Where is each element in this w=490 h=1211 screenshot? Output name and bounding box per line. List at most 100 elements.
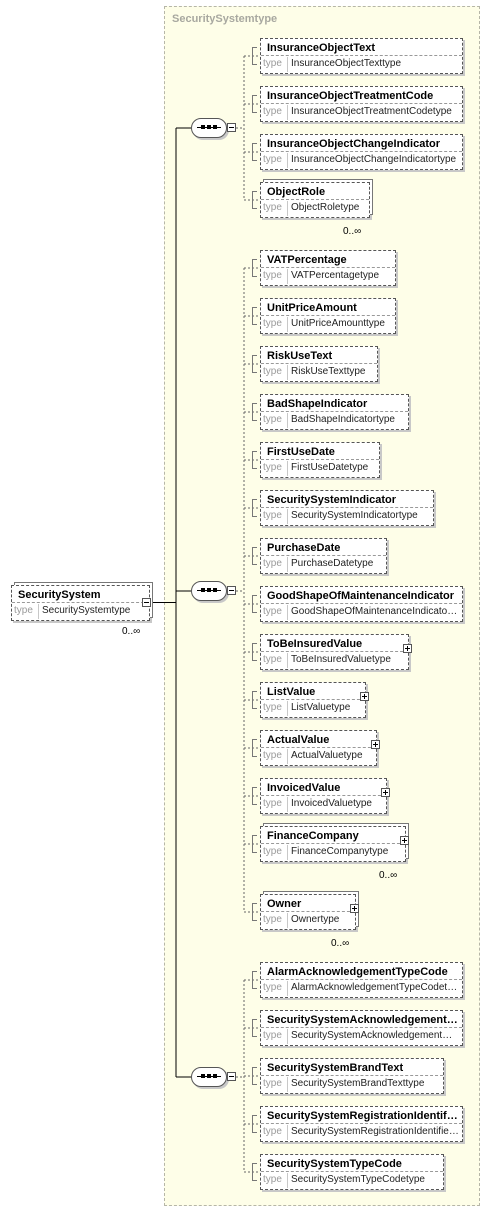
element-cardinality: 0..∞ bbox=[331, 938, 350, 949]
attribute-bracket bbox=[252, 143, 257, 161]
element-name: Owner bbox=[267, 898, 302, 910]
attribute-bracket bbox=[252, 451, 257, 469]
type-keyword: type bbox=[263, 270, 282, 281]
sequence-icon[interactable] bbox=[191, 1067, 227, 1087]
type-separator bbox=[287, 1173, 288, 1188]
collapse-icon[interactable] bbox=[227, 586, 236, 595]
attribute-bracket bbox=[252, 95, 257, 113]
element-name: SecuritySystemBrandText bbox=[267, 1062, 404, 1074]
attribute-bracket bbox=[252, 1163, 257, 1181]
expand-icon[interactable] bbox=[360, 692, 369, 701]
element-type: GoodShapeOfMaintenanceIndicatortype bbox=[291, 606, 459, 617]
element-name: InsuranceObjectChangeIndicator bbox=[267, 138, 440, 150]
element-name: FinanceCompany bbox=[267, 830, 359, 842]
type-separator bbox=[287, 981, 288, 996]
element-type: ListValuetype bbox=[291, 702, 351, 713]
element-type: PurchaseDatetype bbox=[291, 558, 374, 569]
type-separator bbox=[287, 269, 288, 284]
type-separator bbox=[287, 605, 288, 620]
element-type: BadShapeIndicatortype bbox=[291, 414, 395, 425]
element-type: ObjectRoletype bbox=[291, 202, 360, 213]
sequence-icon[interactable] bbox=[191, 581, 227, 601]
type-separator bbox=[287, 653, 288, 668]
type-separator bbox=[287, 845, 288, 860]
attribute-bracket bbox=[252, 835, 257, 853]
collapse-icon[interactable] bbox=[227, 123, 236, 132]
type-keyword: type bbox=[263, 750, 282, 761]
type-separator bbox=[287, 1077, 288, 1092]
attribute-bracket bbox=[252, 691, 257, 709]
expand-icon[interactable] bbox=[403, 644, 412, 653]
collapse-icon[interactable] bbox=[142, 598, 151, 607]
element-cardinality: 0..∞ bbox=[343, 226, 362, 237]
type-keyword: type bbox=[263, 914, 282, 925]
type-separator bbox=[287, 57, 288, 72]
element-name: SecuritySystem bbox=[18, 589, 101, 601]
element-type: VATPercentagetype bbox=[291, 270, 380, 281]
element-type: SecuritySystemIndicatortype bbox=[291, 510, 418, 521]
expand-icon[interactable] bbox=[371, 740, 380, 749]
sequence-icon[interactable] bbox=[191, 118, 227, 138]
element-type: InsuranceObjectChangeIndicatortype bbox=[291, 154, 457, 165]
collapse-icon[interactable] bbox=[227, 1072, 236, 1081]
type-keyword: type bbox=[263, 846, 282, 857]
expand-icon[interactable] bbox=[350, 904, 359, 913]
element-type: FinanceCompanytype bbox=[291, 846, 389, 857]
sequence-dot bbox=[213, 1074, 217, 1078]
element-name: ActualValue bbox=[267, 734, 330, 746]
type-separator bbox=[287, 201, 288, 216]
element-type: ActualValuetype bbox=[291, 750, 363, 761]
element-type-row: typeSecuritySystemAcknowledgementCodetyp… bbox=[261, 1027, 462, 1045]
type-separator bbox=[287, 317, 288, 332]
element-type: InsuranceObjectTexttype bbox=[291, 58, 402, 69]
element-name: VATPercentage bbox=[267, 254, 347, 266]
attribute-bracket bbox=[252, 595, 257, 613]
type-keyword: type bbox=[263, 1126, 282, 1137]
expand-icon[interactable] bbox=[400, 836, 409, 845]
type-keyword: type bbox=[263, 982, 282, 993]
type-separator bbox=[287, 701, 288, 716]
attribute-bracket bbox=[252, 191, 257, 209]
attribute-bracket bbox=[252, 739, 257, 757]
root-cardinality: 0..∞ bbox=[122, 626, 141, 637]
sequence-dot bbox=[207, 1074, 211, 1078]
type-separator bbox=[287, 749, 288, 764]
attribute-bracket bbox=[252, 403, 257, 421]
expand-icon[interactable] bbox=[381, 788, 390, 797]
element-type-row: type FinanceCompanytype bbox=[261, 843, 405, 861]
type-keyword: type bbox=[263, 1078, 282, 1089]
element-type: FirstUseDatetype bbox=[291, 462, 369, 473]
